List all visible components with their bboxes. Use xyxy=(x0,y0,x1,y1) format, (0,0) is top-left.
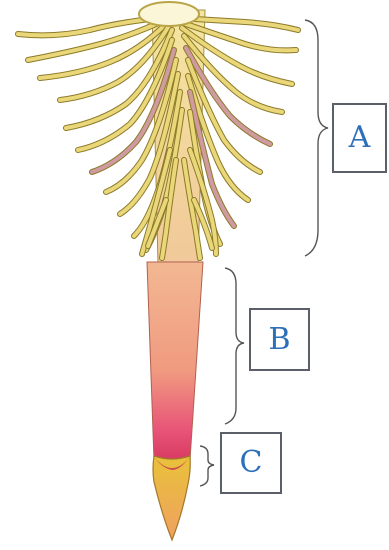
label-c: C xyxy=(220,432,282,494)
label-b: B xyxy=(249,308,310,371)
label-c-text: C xyxy=(240,448,263,478)
label-a-text: A xyxy=(349,123,371,153)
brace-b xyxy=(225,268,244,424)
elongation-zone xyxy=(147,262,203,460)
label-a: A xyxy=(332,103,387,173)
brace-a xyxy=(305,20,328,256)
root-top-cross-section xyxy=(139,2,199,26)
label-b-text: B xyxy=(268,325,290,355)
brace-c xyxy=(200,446,214,486)
